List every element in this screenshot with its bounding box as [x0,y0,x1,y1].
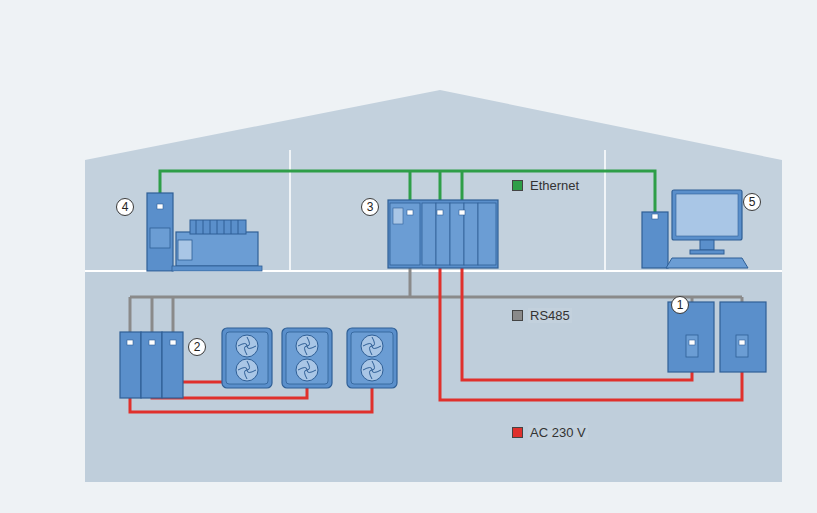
callout-circle: 4 [116,198,134,216]
callout-number: 1 [677,299,684,311]
callout-number: 2 [194,341,201,353]
callout-circle: 2 [188,338,206,356]
legend-entry: RS485 [512,308,572,323]
legend-swatch [512,310,523,321]
legend-swatch [512,180,523,191]
legend-entry: AC 230 V [512,425,588,440]
legend-text: Ethernet [528,178,581,193]
callout-circle: 5 [743,193,761,211]
callout-circle: 1 [671,296,689,314]
callout-circle: 3 [361,198,379,216]
legend-text: AC 230 V [528,425,588,440]
legend-swatch [512,427,523,438]
callout-number: 5 [749,196,756,208]
callout-number: 3 [367,201,374,213]
legend-entry: Ethernet [512,178,581,193]
callout-number: 4 [122,201,129,213]
legend-text: RS485 [528,308,572,323]
